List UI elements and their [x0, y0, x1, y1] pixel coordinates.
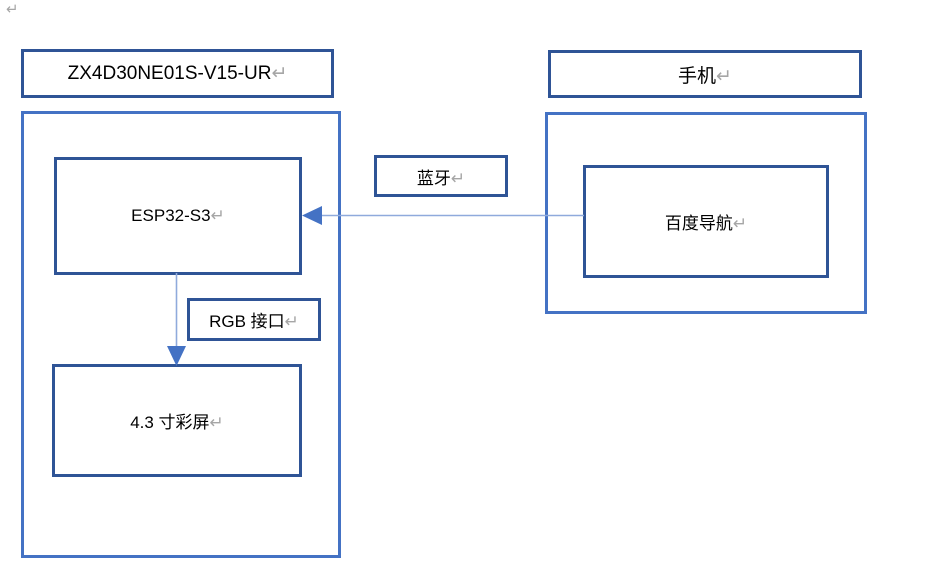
rgb-interface-label-box[interactable]: RGB 接口↵ — [187, 298, 321, 341]
paragraph-mark-icon: ↵ — [284, 312, 299, 332]
paragraph-mark-icon: ↵ — [732, 214, 748, 234]
paragraph-mark-icon: ↵ — [271, 62, 288, 84]
phone-title-box[interactable]: 手机↵ — [548, 50, 862, 98]
paragraph-mark-icon: ↵ — [209, 413, 224, 433]
device-container — [21, 111, 341, 558]
rgb-interface-label: RGB 接口↵ — [209, 312, 299, 332]
paragraph-mark-icon: ↵ — [450, 168, 466, 189]
esp32-label: ESP32-S3↵ — [131, 206, 225, 226]
rgb-connector-arrow — [167, 273, 186, 366]
paragraph-mark-icon: ↵ — [210, 206, 225, 226]
display-block[interactable]: 4.3 寸彩屏↵ — [52, 364, 302, 477]
paragraph-mark-icon: ↵ — [6, 0, 19, 18]
paragraph-mark-icon: ↵ — [716, 64, 732, 87]
bluetooth-label-box[interactable]: 蓝牙↵ — [374, 155, 508, 197]
baidu-navigation-block[interactable]: 百度导航↵ — [583, 165, 829, 278]
device-title-box[interactable]: ZX4D30NE01S-V15-UR↵ — [21, 49, 334, 98]
display-label: 4.3 寸彩屏↵ — [130, 413, 224, 433]
bluetooth-label: 蓝牙↵ — [416, 168, 466, 189]
baidu-navigation-label: 百度导航↵ — [664, 214, 748, 234]
device-title-label: ZX4D30NE01S-V15-UR↵ — [67, 62, 288, 84]
phone-title-label: 手机↵ — [678, 64, 732, 87]
phone-container — [545, 112, 867, 314]
bluetooth-connector-arrow — [302, 206, 584, 225]
esp32-block[interactable]: ESP32-S3↵ — [54, 157, 302, 275]
